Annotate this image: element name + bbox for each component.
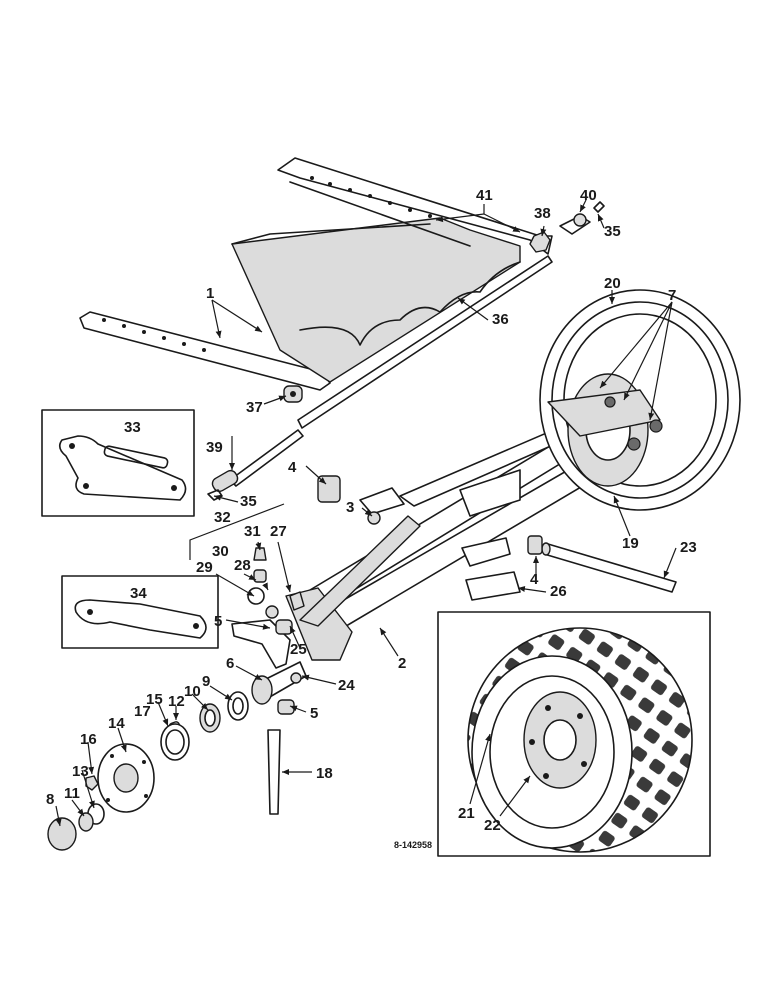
callout-15: 15 — [146, 691, 163, 708]
callout-24: 24 — [338, 677, 355, 694]
hub-components — [47, 691, 249, 851]
clevis-40 — [559, 213, 591, 235]
callout-28: 28 — [234, 557, 251, 574]
bushing-4-lower — [527, 535, 543, 555]
callout-10: 10 — [184, 683, 201, 700]
callout-3: 3 — [346, 499, 354, 516]
callout-41: 41 — [476, 187, 493, 204]
hitch-frame — [79, 157, 553, 391]
callout-40: 40 — [580, 187, 597, 204]
adjusting-rod — [211, 255, 553, 493]
callout-27: 27 — [270, 523, 287, 540]
cotter-pin-35b — [207, 489, 223, 501]
callout-11: 11 — [64, 785, 80, 802]
callout-12: 12 — [168, 693, 185, 710]
callout-4-upper: 4 — [288, 459, 297, 476]
callout-4-lower: 4 — [530, 571, 539, 588]
callout-30: 30 — [212, 543, 229, 560]
callout-37: 37 — [246, 399, 263, 416]
callout-5-upper: 5 — [214, 613, 222, 630]
frame-bolt-holes — [102, 176, 432, 352]
callout-1: 1 — [206, 285, 214, 302]
callout-33: 33 — [124, 419, 141, 436]
cotter-pin-35a — [593, 201, 605, 213]
callout-9: 9 — [202, 673, 210, 690]
callout-35-lower: 35 — [240, 493, 257, 510]
callout-7: 7 — [668, 287, 676, 304]
leader-lines — [55, 199, 677, 827]
callout-18: 18 — [316, 765, 333, 782]
callout-22: 22 — [484, 817, 501, 834]
inset-tire — [437, 611, 711, 857]
callout-8: 8 — [46, 791, 54, 808]
callout-19: 19 — [622, 535, 639, 552]
callout-35-upper: 35 — [604, 223, 621, 240]
callout-21: 21 — [458, 805, 475, 822]
callout-36: 36 — [492, 311, 509, 328]
document-number: 8-142958 — [394, 840, 432, 850]
callout-5-lower: 5 — [310, 705, 318, 722]
inset-34 — [61, 575, 219, 649]
callout-23: 23 — [680, 539, 697, 556]
callout-16: 16 — [80, 731, 97, 748]
spindle-assembly — [231, 547, 307, 815]
callout-25: 25 — [290, 641, 307, 658]
callout-32: 32 — [214, 509, 231, 526]
callout-39: 39 — [206, 439, 223, 456]
callout-31: 31 — [244, 523, 261, 540]
callout-17: 17 — [134, 703, 151, 720]
callout-2: 2 — [398, 655, 406, 672]
callout-29: 29 — [196, 559, 213, 576]
callout-20: 20 — [604, 275, 621, 292]
callout-26: 26 — [550, 583, 567, 600]
clamp-37 — [283, 385, 303, 403]
callout-labels: 1 2 3 4 4 5 5 6 7 8 9 10 11 12 13 14 15 … — [46, 187, 697, 850]
axle-pin-23 — [541, 542, 677, 593]
callout-38: 38 — [534, 205, 551, 222]
callout-6: 6 — [226, 655, 234, 672]
inset-33 — [41, 409, 195, 517]
callout-14: 14 — [108, 715, 125, 732]
rear-wheel — [539, 289, 741, 511]
plate-26 — [465, 571, 521, 601]
callout-13: 13 — [72, 763, 89, 780]
callout-34: 34 — [130, 585, 147, 602]
